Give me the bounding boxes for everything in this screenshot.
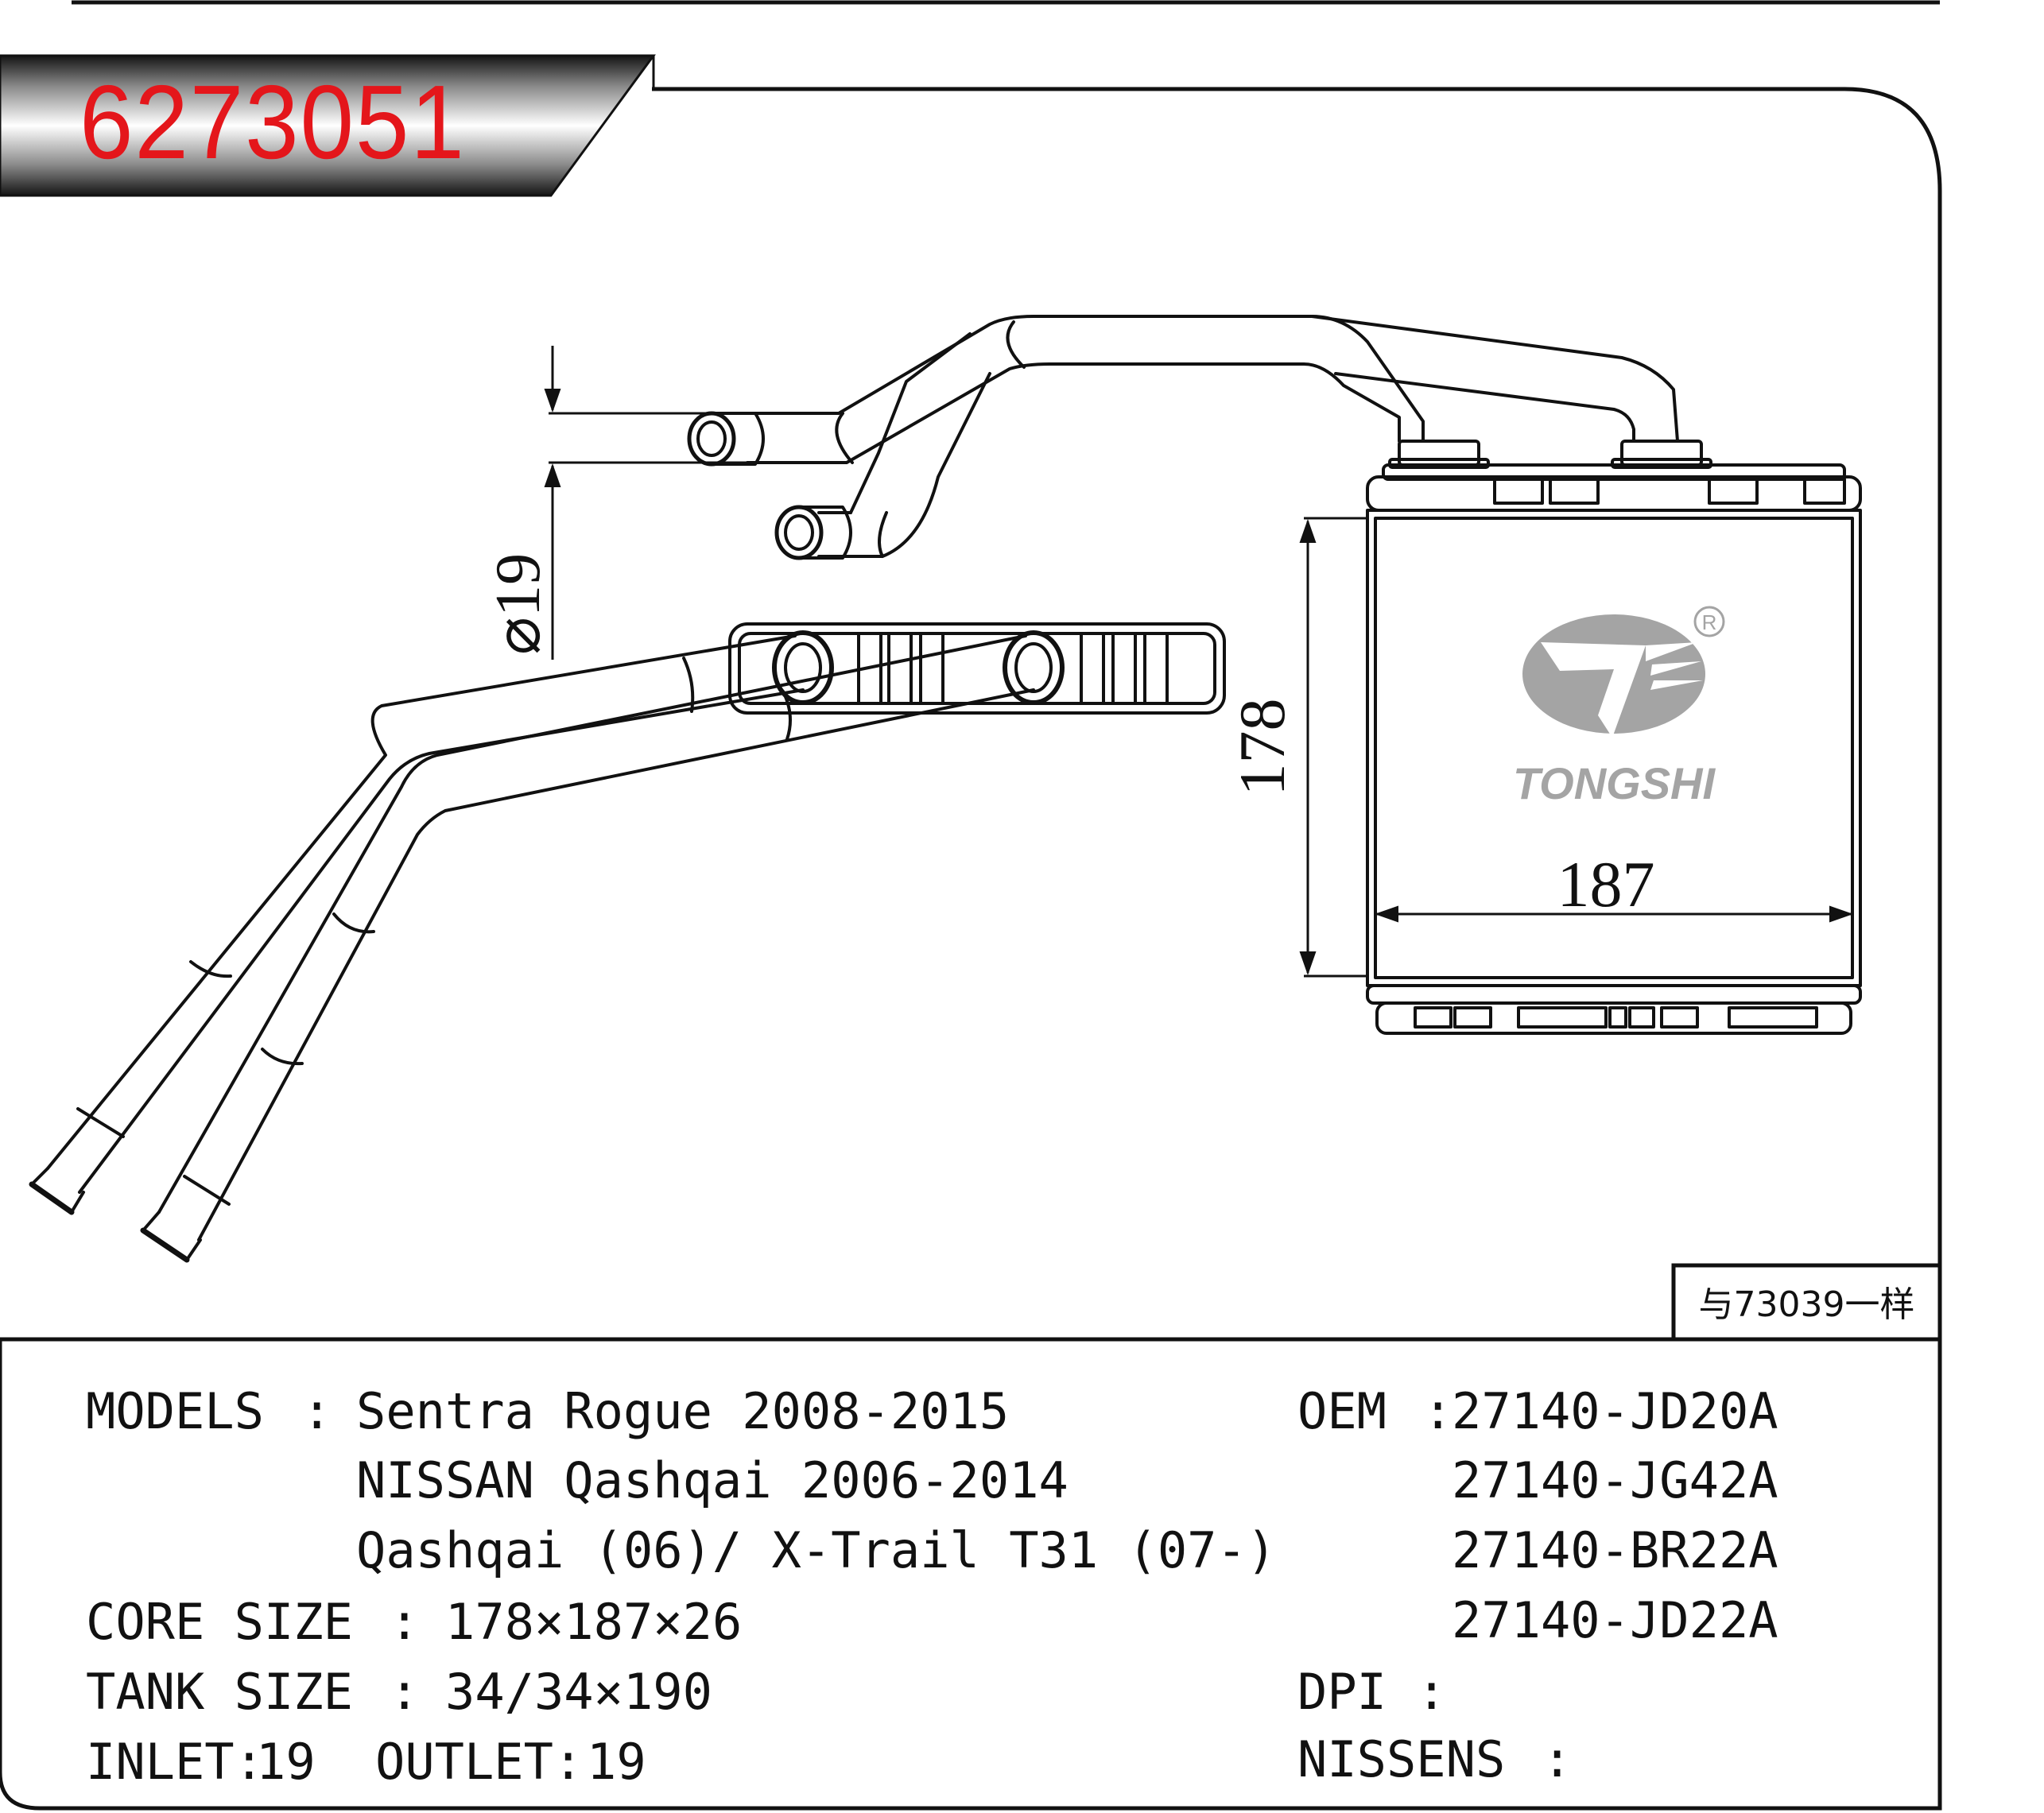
part-number: 6273051 xyxy=(80,64,466,180)
models-label: MODELS xyxy=(86,1382,264,1440)
inlet-value: 19 xyxy=(256,1733,316,1791)
nissens-sep: : xyxy=(1542,1730,1573,1788)
outlet-label: OUTLET: xyxy=(375,1733,584,1791)
brand-name: TONGSHI xyxy=(1513,758,1716,808)
oem-sep: : xyxy=(1423,1382,1453,1440)
note-box xyxy=(1671,1263,1942,1342)
oem-number-4: 27140-JD22A xyxy=(1452,1591,1778,1649)
width-dimension: 187 xyxy=(1557,848,1655,920)
frame-outline xyxy=(0,87,1942,1811)
oem-number-1: 27140-JD20A xyxy=(1452,1382,1778,1440)
nissens-label: NISSENS xyxy=(1297,1730,1506,1788)
upper-pipes-drawing xyxy=(687,315,1679,560)
models-sep: : xyxy=(302,1382,332,1440)
registered-mark: R xyxy=(1702,610,1717,634)
model-line-3: Qashqai (06)/ X-Trail T31 (07-) xyxy=(356,1521,1277,1579)
part-number-banner xyxy=(0,54,656,197)
height-dimension: 178 xyxy=(1226,699,1298,796)
oem-number-2: 27140-JG42A xyxy=(1452,1451,1778,1509)
core-size-label: CORE SIZE xyxy=(86,1593,353,1651)
same-as-note: 与73039一样 xyxy=(1698,1284,1915,1325)
oem-number-3: 27140-BR22A xyxy=(1452,1521,1778,1579)
tank-size-sep: : xyxy=(390,1663,420,1721)
dimension-lines xyxy=(544,346,1853,978)
dpi-label: DPI xyxy=(1297,1663,1387,1721)
lower-pipes-drawing xyxy=(29,622,1226,1263)
inlet-label: INLET: xyxy=(86,1733,264,1791)
tank-size-value: 34/34×190 xyxy=(445,1663,712,1721)
dpi-sep: : xyxy=(1417,1663,1447,1721)
brand-logo: R TONGSHI xyxy=(1513,606,1725,808)
core-size-sep: : xyxy=(390,1593,420,1651)
pipe-diameter-dimension: ⌀19 xyxy=(483,553,553,655)
outlet-value: 19 xyxy=(587,1733,646,1791)
tank-size-label: TANK SIZE xyxy=(86,1663,353,1721)
model-line-2: NISSAN Qashqai 2006-2014 xyxy=(356,1451,1069,1509)
oem-label: OEM xyxy=(1297,1382,1387,1440)
heater-core-drawing xyxy=(1366,440,1862,1035)
core-size-value: 178×187×26 xyxy=(445,1593,743,1651)
model-line-1: Sentra Rogue 2008-2015 xyxy=(356,1382,1010,1440)
